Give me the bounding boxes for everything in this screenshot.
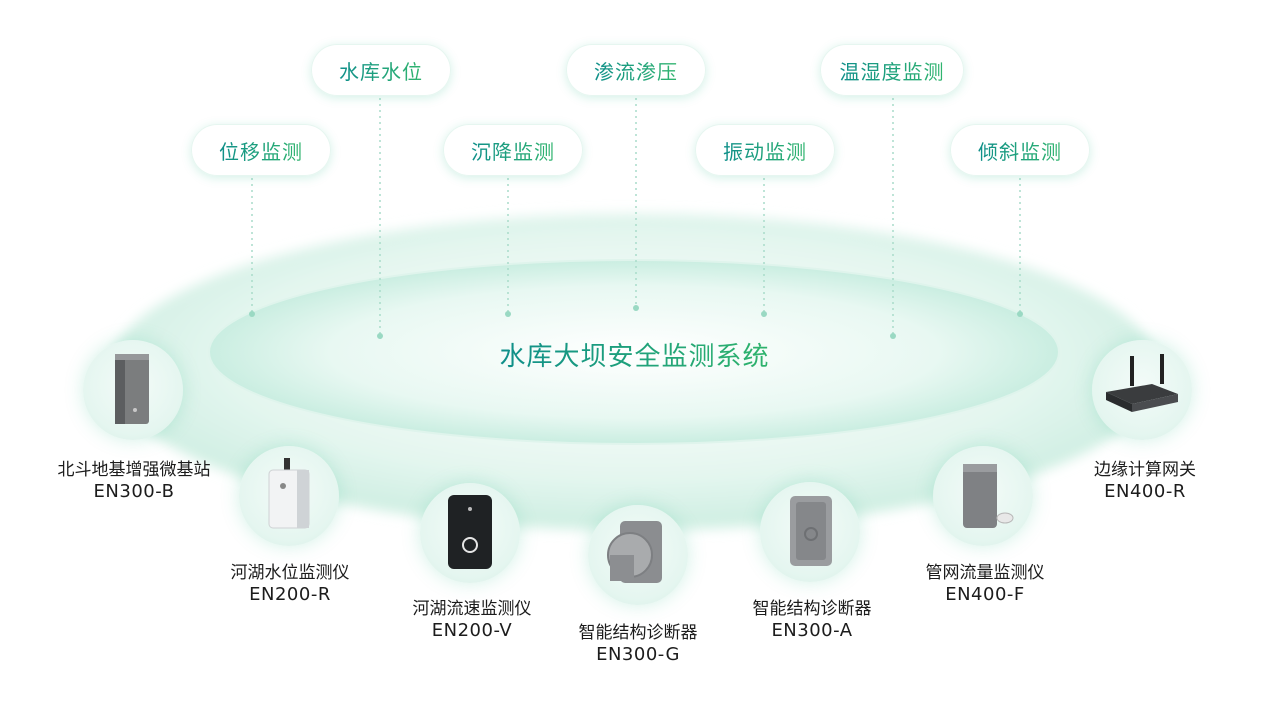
structure-diagnoser-g-icon (607, 521, 662, 583)
device-edge-gateway (1092, 340, 1192, 440)
edge-gateway-icon (1106, 354, 1178, 412)
pill-temp-humidity: 温湿度监测 (820, 44, 964, 96)
system-title: 水库大坝安全监测系统 (499, 342, 770, 372)
pill-displacement: 位移监测 (191, 124, 331, 176)
pill-seepage-pressure: 渗流渗压 (566, 44, 706, 96)
pill-vibration: 振动监测 (695, 124, 835, 176)
device-flow-velocity-meter (420, 483, 520, 583)
pill-inclination: 倾斜监测 (950, 124, 1090, 176)
device-structure-diagnoser-g (588, 505, 688, 605)
pill-reservoir-water-level: 水库水位 (311, 44, 451, 96)
device-base-station (83, 340, 183, 440)
structure-diagnoser-a-icon (790, 496, 832, 566)
device-water-level-meter (239, 446, 339, 546)
device-structure-diagnoser-a (760, 482, 860, 582)
water-level-meter-icon (268, 458, 310, 529)
flow-velocity-meter-icon (448, 495, 492, 569)
pipe-flow-meter-icon (963, 464, 1014, 528)
device-pipe-flow-meter (933, 446, 1033, 546)
pill-settlement: 沉降监测 (443, 124, 583, 176)
base-station-icon (115, 354, 149, 424)
